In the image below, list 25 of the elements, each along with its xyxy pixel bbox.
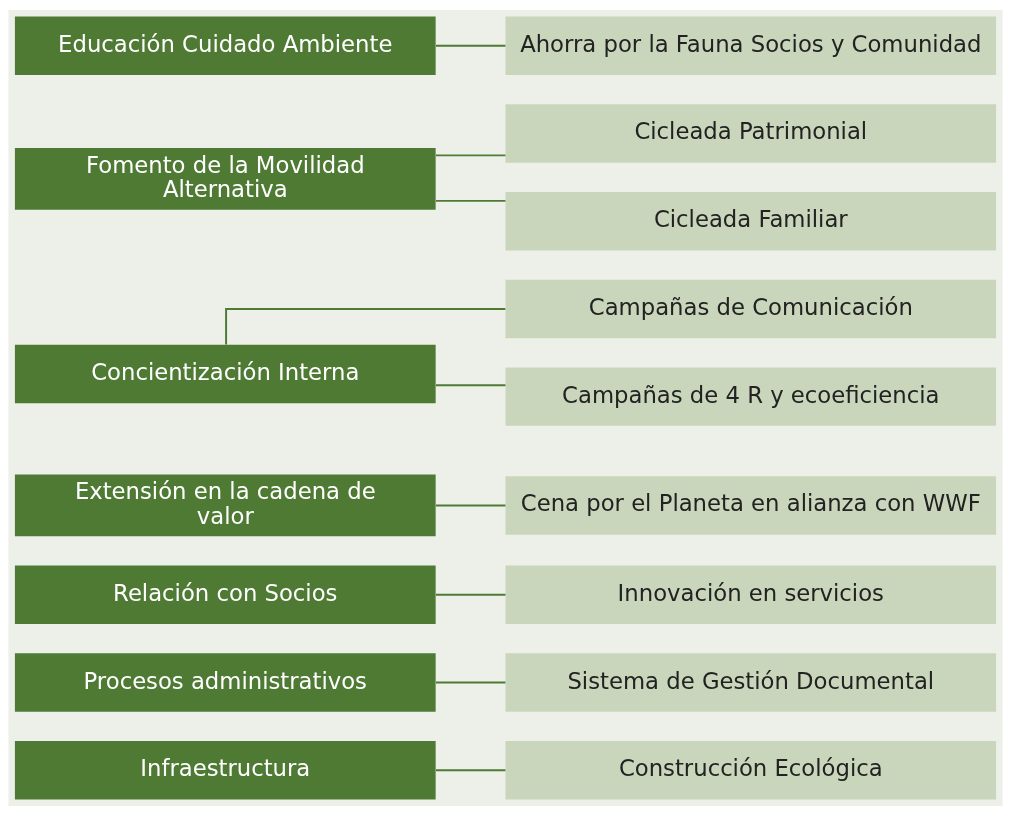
node-box: Cena por el Planeta en alianza con WWF <box>505 476 997 535</box>
node-box: Construcción Ecológica <box>505 741 997 800</box>
node-box: Campañas de Comunicación <box>505 279 997 339</box>
node-box: Extensión en la cadena de valor <box>14 474 436 537</box>
connector <box>435 154 507 157</box>
connector <box>435 681 507 684</box>
node-box: Fomento de la Movilidad Alternativa <box>14 148 436 210</box>
connector <box>435 593 507 596</box>
connector <box>435 504 507 507</box>
node-box: Procesos administrativos <box>14 653 436 712</box>
node-box: Educación Cuidado Ambiente <box>14 16 436 75</box>
node-box: Ahorra por la Fauna Socios y Comunidad <box>505 16 997 75</box>
connector <box>435 44 507 47</box>
connector <box>435 199 507 202</box>
connector <box>225 307 507 346</box>
node-box: Infraestructura <box>14 741 436 800</box>
node-box: Sistema de Gestión Documental <box>505 653 997 712</box>
node-box: Cicleada Patrimonial <box>505 104 997 163</box>
node-box: Concientización Interna <box>14 344 436 404</box>
node-box: Cicleada Familiar <box>505 191 997 251</box>
node-box: Campañas de 4 R y ecoeficiencia <box>505 367 997 426</box>
node-box: Innovación en servicios <box>505 565 997 625</box>
node-box: Relación con Socios <box>14 565 436 625</box>
connector <box>435 769 507 772</box>
connector <box>435 384 507 387</box>
